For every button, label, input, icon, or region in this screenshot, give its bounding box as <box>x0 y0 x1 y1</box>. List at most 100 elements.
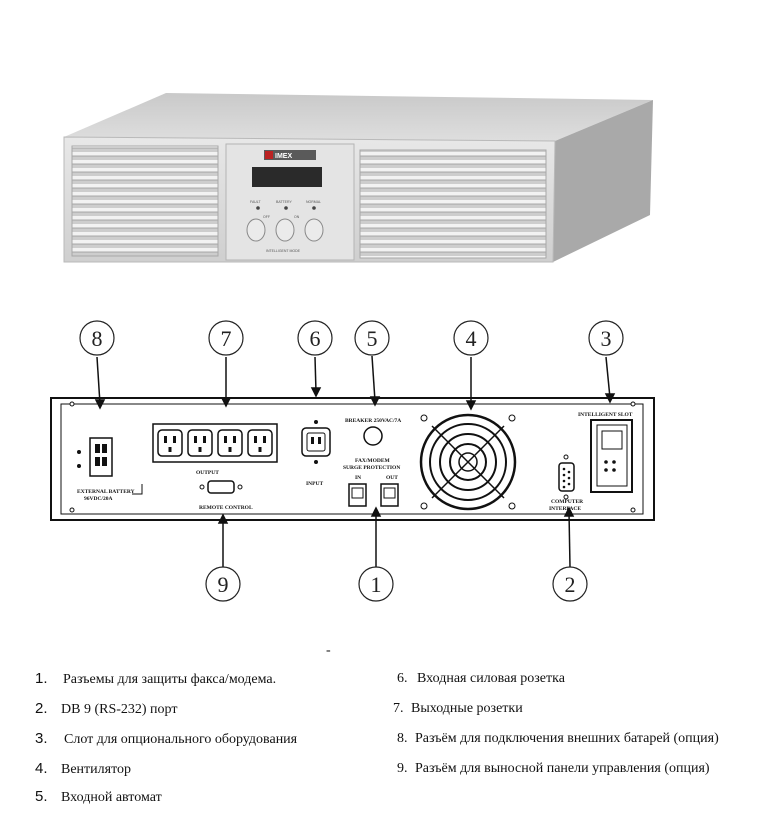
callout-leaders <box>94 355 616 568</box>
svg-text:1: 1 <box>371 572 382 597</box>
legend-item-4: 4. Вентилятор <box>35 760 131 778</box>
callout-2: 2 <box>552 566 588 602</box>
fax-in-jack-inner <box>351 487 364 499</box>
fan-grille <box>419 413 517 511</box>
output-socket <box>247 429 273 457</box>
legend-number: 8. <box>397 731 408 746</box>
legend-number: 3. <box>35 730 48 747</box>
external-battery-rating: 96VDC/20A <box>84 496 112 502</box>
legend-text: Разъём для выносной панели управления (о… <box>415 761 710 776</box>
output-socket <box>217 429 243 457</box>
normal-led-label: NORMAL <box>306 200 321 204</box>
front-caption: INTELLIGENT MODE <box>266 249 301 253</box>
legend-item-2: 2.DB 9 (RS-232) порт <box>35 700 177 718</box>
legend-item-8: 8.Разъём для подключения внешних батарей… <box>397 730 719 747</box>
battery-connector-pin <box>102 457 107 466</box>
output-socket <box>187 429 213 457</box>
callout-1: 1 <box>358 566 394 602</box>
battery-led-label: BATTERY <box>276 200 292 204</box>
mounting-hole <box>69 507 75 513</box>
legend-number: 6. <box>397 671 408 686</box>
fault-led-label: FAULT <box>250 200 261 204</box>
normal-led <box>312 206 316 210</box>
input-socket-pin <box>318 437 321 444</box>
panel-button-middle[interactable] <box>275 218 295 242</box>
legend-number: 2. <box>35 700 48 717</box>
battery-led <box>284 206 288 210</box>
surge-protection-label: SURGE PROTECTION <box>343 465 400 471</box>
input-socket-inner <box>306 432 326 452</box>
legend-number: 7. <box>393 701 404 716</box>
legend-text: Разъемы для защиты факса/модема. <box>63 672 277 687</box>
legend-text: Слот для опционального оборудования <box>64 732 298 747</box>
legend-text: Входная силовая розетка <box>417 671 565 686</box>
fan-screw <box>420 414 428 422</box>
breaker-label: BREAKER 250VAC/7A <box>345 418 401 424</box>
fax-in-label: IN <box>355 475 361 481</box>
svg-text:4: 4 <box>466 326 477 351</box>
callout-5: 5 <box>354 320 390 356</box>
legend-number: 5. <box>35 788 48 805</box>
brand-logo-plate <box>264 150 316 160</box>
screw <box>77 450 81 454</box>
svg-text:9: 9 <box>218 572 229 597</box>
battery-label-bracket <box>132 484 143 495</box>
rear-panel-inner <box>60 403 644 515</box>
control-panel <box>225 143 355 261</box>
mounting-hole <box>69 401 75 407</box>
battery-connector-pin <box>102 444 107 453</box>
legend-item-9: 9.Разъём для выносной панели управления … <box>397 760 710 777</box>
ups-top <box>64 93 653 141</box>
callout-9: 9 <box>205 566 241 602</box>
legend-item-1: 1.Разъемы для защиты факса/модема. <box>35 670 276 688</box>
svg-text:7: 7 <box>221 326 232 351</box>
panel-button-left[interactable] <box>246 218 266 242</box>
remote-control-port <box>207 480 235 494</box>
db9-pins <box>562 467 571 489</box>
db9-port <box>558 462 575 492</box>
slot-card-dots <box>604 460 616 472</box>
battery-connector-pin <box>95 444 100 453</box>
fault-led <box>256 206 260 210</box>
ups-front-photo: IMEX FAULT BATTERY NORMAL OFF ON INTELLI… <box>63 93 653 263</box>
screw <box>314 460 318 464</box>
callout-8: 8 <box>79 320 115 356</box>
external-battery-label: EXTERNAL BATTERY <box>77 489 135 495</box>
brand-logo-text: IMEX <box>275 153 292 160</box>
legend-item-3: 3. Слот для опционального оборудования <box>35 730 297 748</box>
svg-text:6: 6 <box>310 326 321 351</box>
breaker-knob <box>363 426 383 446</box>
fan-screw <box>508 502 516 510</box>
screw <box>563 494 569 500</box>
screw <box>199 484 205 490</box>
intelligent-slot-label: INTELLIGENT SLOT <box>578 412 633 418</box>
interface-label: INTERFACE <box>549 506 581 512</box>
computer-label: COMPUTER <box>551 499 584 505</box>
output-label: OUTPUT <box>196 470 219 476</box>
fan-screw <box>420 502 428 510</box>
left-vent-grille <box>71 145 219 257</box>
mounting-hole <box>630 507 636 513</box>
screw <box>77 464 81 468</box>
screw <box>237 484 243 490</box>
rear-panel-outline <box>50 397 655 521</box>
screw <box>314 420 318 424</box>
rear-panel-diagram: EXTERNAL BATTERY 96VDC/20A OUTPUT REMOTE… <box>50 320 655 602</box>
svg-text:3: 3 <box>601 326 612 351</box>
legend-text: Выходные розетки <box>411 701 523 716</box>
remote-control-label: REMOTE CONTROL <box>199 505 253 511</box>
panel-button-right[interactable] <box>304 218 324 242</box>
lcd-display <box>252 167 322 187</box>
output-socket <box>157 429 183 457</box>
legend-number: 4. <box>35 760 48 777</box>
svg-text:2: 2 <box>565 572 576 597</box>
callout-6: 6 <box>297 320 333 356</box>
legend-text: Вентилятор <box>61 762 132 777</box>
input-socket-pin <box>311 437 314 444</box>
legend-item-7: 7. Выходные розетки <box>393 700 523 717</box>
on-button-label: ON <box>294 215 300 219</box>
callout-4: 4 <box>453 320 489 356</box>
brand-logo-mark <box>265 151 273 159</box>
separator-dash: - <box>326 643 331 658</box>
callout-7: 7 <box>208 320 244 356</box>
